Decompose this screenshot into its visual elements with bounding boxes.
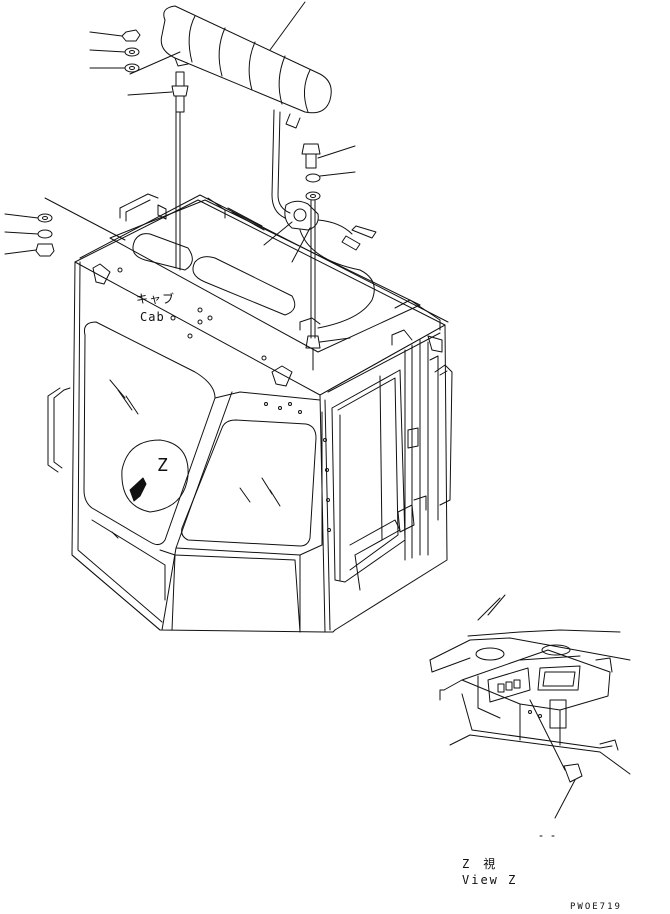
hardware-washer-2 — [89, 63, 140, 73]
cab-label-jp: キャブ — [136, 292, 176, 306]
z-view-marker — [121, 439, 189, 513]
cab-label-en: Cab — [140, 310, 165, 324]
hardware-washer-top — [89, 47, 140, 57]
view-z-label-jp: Z 視 — [462, 857, 497, 871]
view-z-label-en: View Z — [462, 873, 518, 887]
hardware-stud-bottom — [305, 335, 351, 371]
z-marker-label: Z — [157, 455, 168, 476]
switch-assembly — [263, 200, 377, 329]
cab-body — [47, 193, 453, 633]
hardware-bolt-right — [301, 143, 356, 339]
hardware-nut-top — [89, 29, 141, 42]
hardware-left-stack — [4, 197, 126, 257]
hardware-stud — [127, 71, 189, 271]
drawing-code: PWOE719 — [570, 902, 622, 912]
cushion — [160, 5, 332, 219]
view-z-detail — [429, 594, 631, 837]
